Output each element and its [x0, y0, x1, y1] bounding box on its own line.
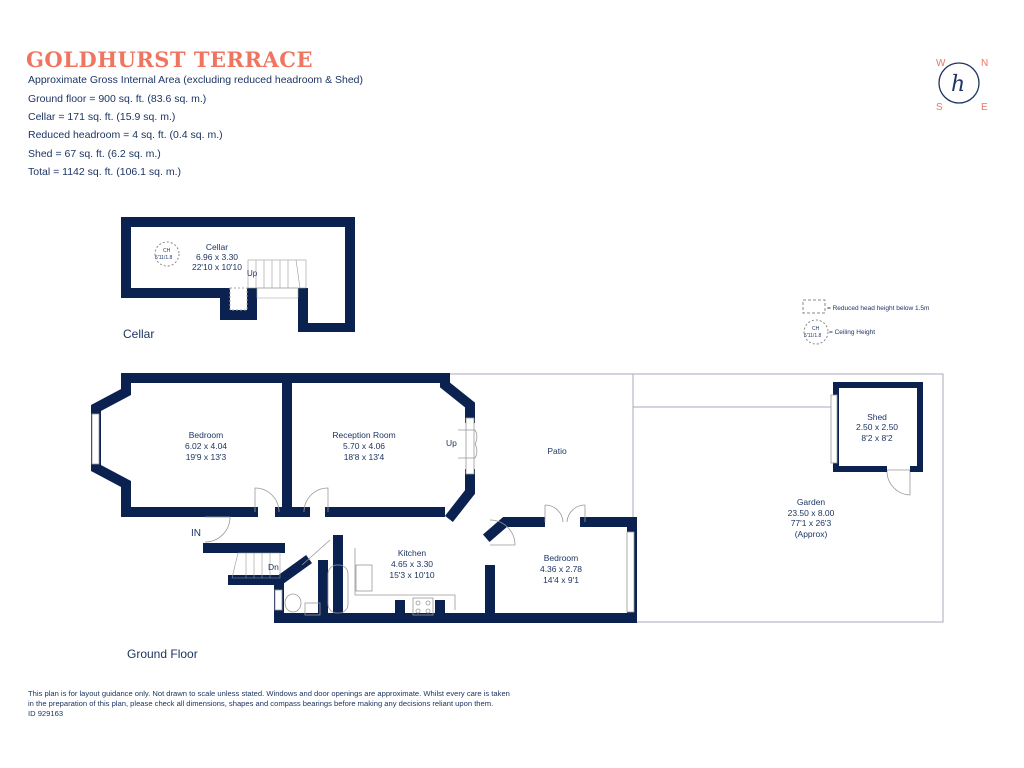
- ceiling-height-icon: [803, 319, 829, 345]
- sink-icon: [355, 564, 373, 592]
- garden-note: (Approx): [795, 529, 828, 539]
- stairs-down-label: Dn: [268, 562, 279, 572]
- plan-id: ID 929163: [28, 709, 64, 718]
- disclaimer-line: This plan is for layout guidance only. N…: [28, 689, 510, 698]
- reduced-headroom-swatch: [802, 299, 826, 314]
- toilet-icon: [284, 593, 302, 613]
- area-reduced-headroom: Reduced headroom = 4 sq. ft. (0.4 sq. m.…: [28, 129, 223, 141]
- ground-stairs: [231, 552, 281, 579]
- shed-name: Shed: [867, 412, 887, 422]
- entrance-label: IN: [191, 528, 201, 539]
- reception-name: Reception Room: [332, 430, 395, 440]
- kitchen-metric: 4.65 x 3.30: [391, 559, 433, 569]
- ground-floor-plan: Bedroom 6.02 x 4.04 19'9 x 13'3 Receptio…: [91, 373, 944, 623]
- basin-icon: [304, 602, 321, 616]
- reception-metric: 5.70 x 4.06: [343, 441, 385, 451]
- cellar-floor-label: Cellar: [123, 327, 154, 341]
- hob-icon: [412, 597, 434, 616]
- compass-w: W: [936, 58, 946, 69]
- cellar-name: Cellar: [206, 242, 228, 252]
- garden-imperial: 77'1 x 26'3: [791, 518, 832, 528]
- shed-metric: 2.50 x 2.50: [856, 422, 898, 432]
- cellar-plan: CH 5'11/1.8 Cellar 6.96 x 3.30 22'10 x 1…: [121, 217, 355, 332]
- garden-metric: 23.50 x 8.00: [788, 508, 835, 518]
- ground-floor-label: Ground Floor: [127, 647, 198, 661]
- area-ground-floor: Ground floor = 900 sq. ft. (83.6 sq. m.): [28, 93, 207, 105]
- cellar-imperial: 22'10 x 10'10: [192, 262, 242, 272]
- disclaimer-line: in the preparation of this plan, please …: [28, 699, 494, 708]
- compass-e: E: [981, 102, 988, 113]
- patio-name: Patio: [547, 446, 567, 456]
- bedroom1-name: Bedroom: [189, 430, 224, 440]
- bedroom1-imperial: 19'9 x 13'3: [186, 452, 227, 462]
- disclaimer: This plan is for layout guidance only. N…: [28, 689, 548, 719]
- logo-letter: h: [951, 72, 965, 97]
- compass-logo: W N S E h: [936, 58, 988, 113]
- legend-ch-label: CH: [812, 326, 820, 332]
- patio-up-label: Up: [446, 438, 457, 448]
- doors: [204, 429, 911, 566]
- cellar-ch-value: 5'11/1.8: [155, 255, 172, 261]
- bath-icon: [327, 564, 349, 614]
- walls: [91, 373, 637, 623]
- kitchen-name: Kitchen: [398, 548, 427, 558]
- reception-imperial: 18'8 x 13'4: [344, 452, 385, 462]
- legend-ch-value: 5'11/1.8: [804, 333, 821, 339]
- cellar-up-label: Up: [247, 269, 258, 278]
- kitchen-imperial: 15'3 x 10'10: [389, 570, 435, 580]
- area-shed: Shed = 67 sq. ft. (6.2 sq. m.): [28, 148, 161, 160]
- legend: = Reduced head height below 1.5m CH 5'11…: [802, 299, 929, 345]
- area-total: Total = 1142 sq. ft. (106.1 sq. m.): [28, 166, 182, 178]
- compass-s: S: [936, 102, 943, 113]
- cellar-metric: 6.96 x 3.30: [196, 252, 238, 262]
- legend-ceiling: = Ceiling Height: [829, 329, 875, 336]
- bedroom2-name: Bedroom: [544, 553, 579, 563]
- bedroom1-metric: 6.02 x 4.04: [185, 441, 227, 451]
- cellar-stairs: [247, 259, 307, 289]
- cellar-ch-label: CH: [163, 248, 171, 254]
- compass-n: N: [981, 58, 988, 69]
- shed-imperial: 8'2 x 8'2: [861, 433, 892, 443]
- area-cellar: Cellar = 171 sq. ft. (15.9 sq. m.): [28, 111, 176, 123]
- property-title: GOLDHURST TERRACE: [26, 47, 313, 72]
- bedroom2-imperial: 14'4 x 9'1: [543, 575, 579, 585]
- legend-reduced: = Reduced head height below 1.5m: [827, 305, 929, 312]
- bedroom2-metric: 4.36 x 2.78: [540, 564, 582, 574]
- fixtures: [284, 548, 456, 616]
- area-heading: Approximate Gross Internal Area (excludi…: [28, 74, 364, 86]
- garden-name: Garden: [797, 497, 826, 507]
